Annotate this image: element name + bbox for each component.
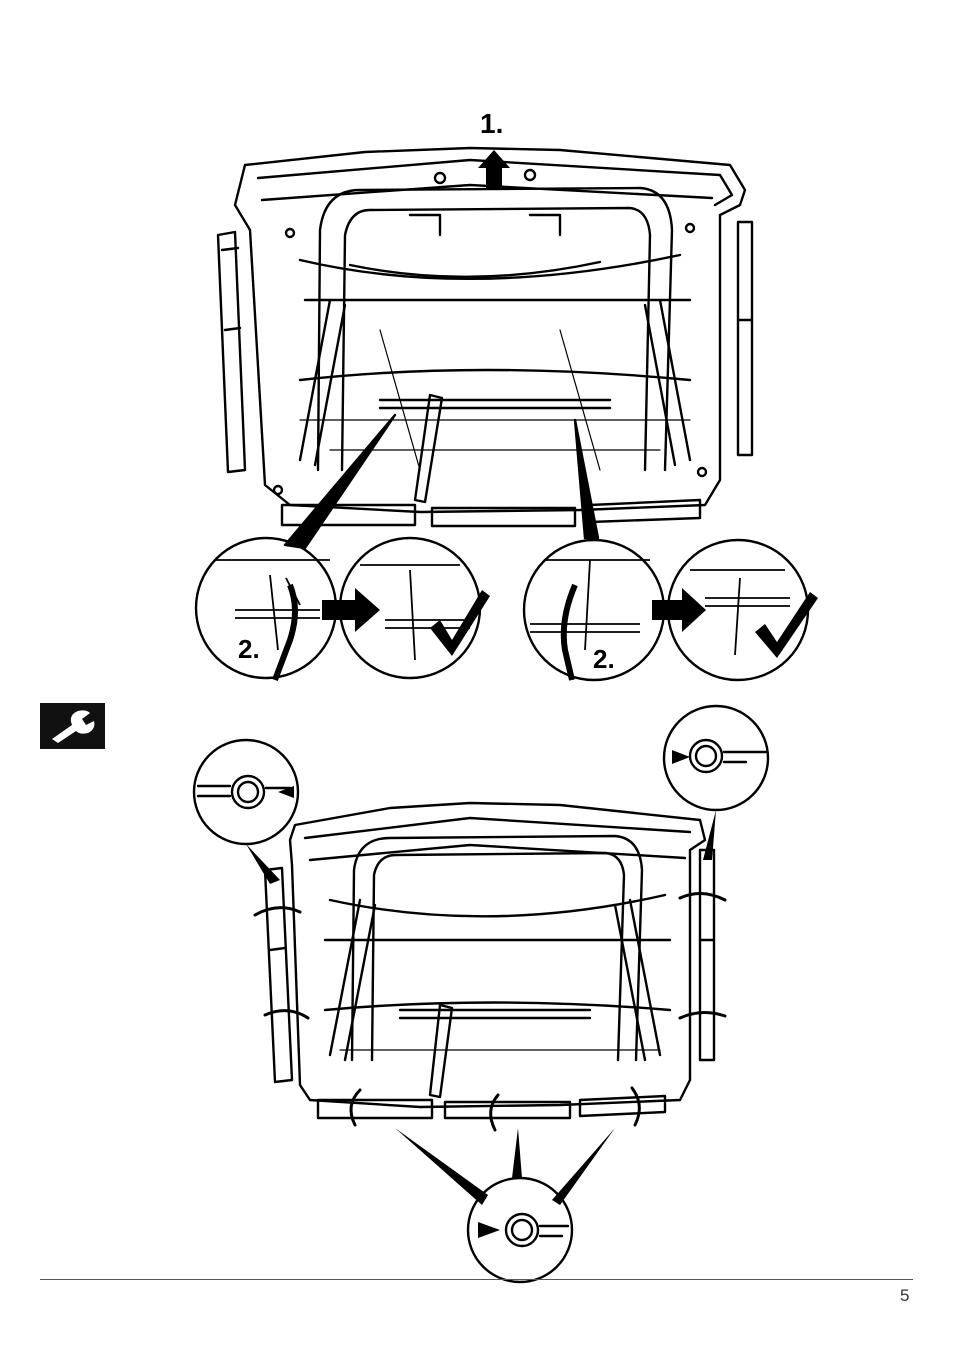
left-skirt-bottom: [265, 868, 292, 1082]
footer-rule: [40, 1279, 913, 1280]
pointer-wedge: [552, 1128, 615, 1205]
rotate-arrow-icon: [351, 1090, 360, 1125]
page-number: 5: [900, 1286, 909, 1306]
rotate-arrow-icon: [680, 893, 725, 900]
pointer-wedge: [395, 1128, 488, 1205]
pointer-wedge: [512, 1128, 522, 1178]
rotate-arrow-icon: [680, 1012, 725, 1018]
arrow-right-icon: [478, 1222, 500, 1238]
arrow-right-icon: [672, 750, 690, 764]
right-skirt-bottom: [700, 850, 714, 1060]
pointer-wedge: [246, 844, 280, 884]
handle-frame-bottom: [352, 836, 642, 1060]
rotate-arrow-icon: [632, 1088, 639, 1125]
rotate-arrow-icon: [491, 1095, 498, 1130]
